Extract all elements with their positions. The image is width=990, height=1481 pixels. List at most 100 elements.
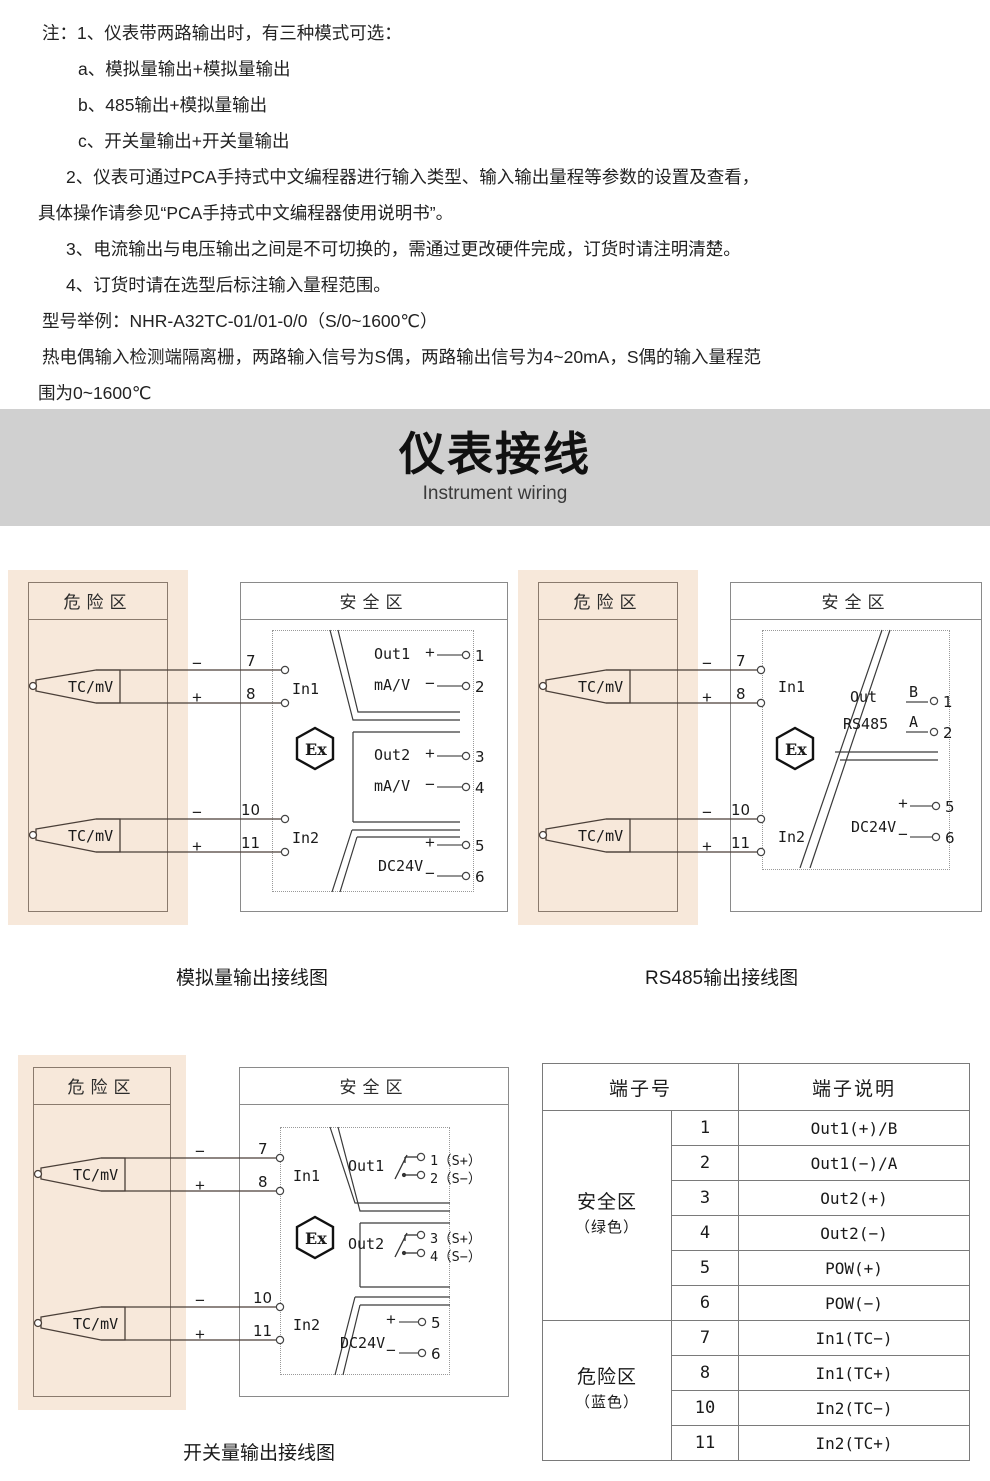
isolation-boundary <box>272 630 474 892</box>
note-line-model-example: 型号举例：NHR-A32TC-01/01-0/0（S/0~1600℃） <box>42 311 438 331</box>
terminal-number: 8 <box>246 685 256 703</box>
pin-b-label: B <box>909 683 919 701</box>
polarity-plus: + <box>702 688 712 707</box>
diagram2-caption: RS485输出接线图 <box>645 968 799 989</box>
table-row: 5 POW(+) <box>543 1250 970 1286</box>
note-line: 具体操作请参见“PCA手持式中文编程器使用说明书”。 <box>38 203 454 223</box>
terminal-number: 11 <box>253 1322 273 1340</box>
safe-zone-label: 安全区 <box>730 582 982 620</box>
out1-minus: − <box>425 674 435 693</box>
polarity-plus: + <box>702 837 712 856</box>
out2-label: Out2 <box>374 746 411 764</box>
terminal-desc: Out1(+)/B <box>738 1110 970 1146</box>
section-banner: 仪表接线 Instrument wiring <box>0 409 990 526</box>
polarity-minus: − <box>192 803 202 822</box>
terminal-number: 5 <box>431 1314 441 1332</box>
pow-minus: − <box>425 864 435 883</box>
note-line: 2、仪表可通过PCA手持式中文编程器进行输入类型、输入输出量程等参数的设置及查看… <box>66 167 760 187</box>
out2-minus: − <box>425 775 435 794</box>
note-line: b、485输出+模拟量输出 <box>78 95 268 115</box>
terminal-number: 8 <box>258 1173 268 1191</box>
input2-label: In2 <box>293 1316 321 1334</box>
sensor-label: TC/mV <box>68 827 114 845</box>
terminal-number: 4 <box>475 779 485 797</box>
banner-title-cn: 仪表接线 <box>399 427 591 480</box>
out2-unit: mA/V <box>374 777 411 795</box>
out1-plus: + <box>425 643 435 662</box>
pin-a-label: A <box>909 713 919 731</box>
pow-plus: + <box>898 794 908 813</box>
out1-pin-sp: 1（S+） <box>430 1153 482 1169</box>
terminal-desc: Out1(−)/A <box>738 1145 970 1181</box>
diagram-analog-output: 危险区 安全区 <box>0 560 510 960</box>
pow-plus: + <box>386 1310 396 1329</box>
polarity-minus: − <box>702 654 712 673</box>
hazard-zone-fill <box>8 570 188 925</box>
diagram3-caption: 开关量输出接线图 <box>183 1443 336 1464</box>
isolation-boundary <box>280 1127 450 1375</box>
terminal-number: 6 <box>475 868 485 886</box>
safe-zone-box <box>730 582 982 912</box>
diagram-switch-svg <box>33 1126 450 1376</box>
terminal-number: 2 <box>943 724 953 742</box>
terminal-number: 11 <box>241 834 261 852</box>
note-line: c、开关量输出+开关量输出 <box>78 131 290 151</box>
table-header-row: 端子号 端子说明 <box>542 1063 970 1111</box>
input1-label: In1 <box>293 1167 321 1185</box>
terminal-number: 7 <box>246 652 256 670</box>
terminal-number: 5 <box>945 798 955 816</box>
table-row: 2 Out1(−)/A <box>543 1145 970 1181</box>
sensor-label: TC/mV <box>578 678 624 696</box>
terminal-number: 8 <box>736 685 746 703</box>
zone-name: 危险区 <box>576 1367 637 1388</box>
out2-pin-sm: 4（S−） <box>430 1249 482 1265</box>
out2-plus: + <box>425 744 435 763</box>
hazard-zone-box <box>538 582 678 912</box>
dc24v-label: DC24V <box>378 857 424 875</box>
zone-name: 安全区 <box>576 1192 637 1213</box>
table-header-terminal-no: 端子号 <box>542 1063 739 1111</box>
zone-cell-hazard: 危险区 （蓝色） <box>542 1320 672 1461</box>
out1-pin-sm: 2（S−） <box>430 1171 482 1187</box>
ex-symbol-label: Ex <box>785 740 807 759</box>
ex-symbol-label: Ex <box>305 1229 327 1248</box>
polarity-minus: − <box>195 1291 205 1310</box>
terminal-desc: In1(TC+) <box>738 1355 970 1391</box>
terminal-number: 11 <box>731 834 751 852</box>
sensor-label: TC/mV <box>73 1315 119 1333</box>
terminal-number: 1 <box>475 647 485 665</box>
out2-label: Out2 <box>348 1235 385 1253</box>
terminal-number: 10 <box>731 801 751 819</box>
terminal-desc: Out2(−) <box>738 1215 970 1251</box>
out2-pin-sp: 3（S+） <box>430 1231 482 1247</box>
terminal-table: 端子号 端子说明 安全区 （绿色） 1 Out1(+)/B 2 Out1(−)/… <box>542 1063 970 1461</box>
safe-zone-box <box>240 582 508 912</box>
banner-title-en: Instrument wiring <box>422 482 568 504</box>
polarity-minus: − <box>192 654 202 673</box>
hazard-zone-box <box>28 582 168 912</box>
safe-zone-label: 安全区 <box>239 1067 509 1105</box>
terminal-desc: In2(TC+) <box>738 1425 970 1461</box>
ex-symbol-label: Ex <box>305 740 327 759</box>
diagram-analog-svg <box>28 629 471 893</box>
note-line: 围为0~1600℃ <box>38 383 152 403</box>
terminal-desc: Out2(+) <box>738 1180 970 1216</box>
pow-minus: − <box>898 825 908 844</box>
terminal-no: 5 <box>671 1250 739 1286</box>
terminal-no: 4 <box>671 1215 739 1251</box>
out1-unit: mA/V <box>374 676 411 694</box>
terminal-number: 3 <box>475 748 485 766</box>
safe-zone-box <box>239 1067 509 1397</box>
pow-minus: − <box>386 1341 396 1360</box>
dc24v-label: DC24V <box>851 818 897 836</box>
hazard-zone-fill <box>518 570 698 925</box>
terminal-desc: In2(TC−) <box>738 1390 970 1426</box>
table-row: 3 Out2(+) <box>543 1180 970 1216</box>
terminal-number: 10 <box>253 1289 273 1307</box>
out1-label: Out1 <box>374 645 411 663</box>
terminal-number: 7 <box>258 1140 268 1158</box>
terminal-desc: POW(+) <box>738 1250 970 1286</box>
terminal-number: 10 <box>241 801 261 819</box>
input2-label: In2 <box>292 829 320 847</box>
sensor-label: TC/mV <box>578 827 624 845</box>
